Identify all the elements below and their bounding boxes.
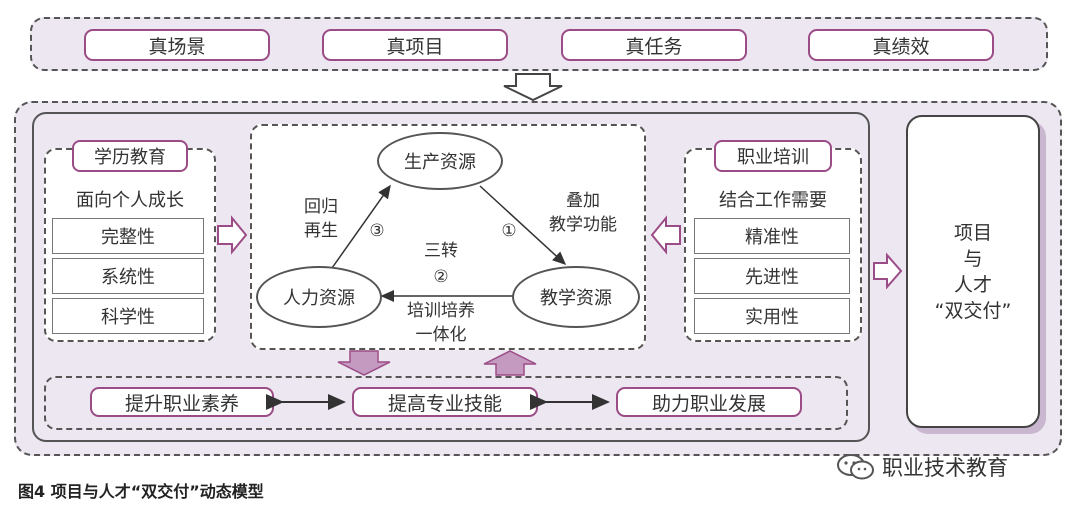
label-step-1: ①: [501, 221, 517, 241]
attr-precision: 精准性: [694, 218, 850, 254]
down-arrow-center-to-bottom: [337, 350, 391, 376]
label-step-3: ③: [369, 221, 385, 241]
top-item-real-scene: 真场景: [84, 29, 270, 61]
academic-education-subtitle: 面向个人成长: [76, 190, 184, 211]
right-arrow-left-to-center: [217, 215, 248, 255]
label-three-transforms: 三转: [424, 241, 458, 261]
figure-caption: 图4 项目与人才“双交付”动态模型: [18, 482, 264, 501]
attr-systematic: 系统性: [52, 258, 204, 294]
arrow-production-to-teaching: [479, 185, 567, 266]
attr-advanced: 先进性: [694, 258, 850, 294]
attr-scientific: 科学性: [52, 298, 204, 334]
vocational-training-header: 职业培训: [714, 140, 832, 172]
academic-education-header: 学历教育: [72, 140, 188, 172]
right-arrow-to-result: [873, 252, 903, 290]
outcome-improve-literacy: 提升职业素养: [90, 387, 274, 417]
top-item-real-performance: 真绩效: [808, 29, 994, 61]
node-teaching-resources: 教学资源: [512, 266, 640, 328]
wechat-icon: [837, 454, 874, 480]
vocational-training-subtitle: 结合工作需要: [719, 190, 827, 211]
label-teaching-function: 教学功能: [549, 215, 617, 235]
attr-completeness: 完整性: [52, 218, 204, 254]
down-arrow-from-top: [503, 73, 563, 102]
label-integration: 一体化: [415, 325, 467, 345]
result-line-project: 项目: [953, 221, 992, 244]
label-regenerate: 再生: [304, 221, 338, 241]
node-production-resources: 生产资源: [377, 132, 503, 190]
result-line-dual-delivery: “双交付”: [934, 299, 1012, 322]
up-arrow-bottom-to-center: [483, 350, 537, 376]
dual-delivery-result: 项目 与 人才 “双交付”: [906, 115, 1040, 428]
label-step-2: ②: [433, 267, 449, 287]
watermark-text: 职业技术教育: [882, 456, 1008, 480]
node-human-resources: 人力资源: [256, 266, 382, 328]
arrow-human-to-production: [331, 184, 391, 269]
label-stack: 叠加: [566, 191, 600, 211]
attr-practical: 实用性: [694, 298, 850, 334]
top-item-real-task: 真任务: [561, 29, 747, 61]
left-arrow-right-to-center: [650, 215, 681, 255]
result-line-and: 与: [963, 247, 983, 270]
label-return: 回归: [304, 197, 338, 217]
result-line-talent: 人才: [953, 273, 992, 296]
outcome-career-development: 助力职业发展: [616, 387, 802, 417]
outcome-improve-skills: 提高专业技能: [352, 387, 538, 417]
top-item-real-project: 真项目: [322, 29, 508, 61]
label-training-integration: 培训培养: [407, 301, 475, 321]
watermark: 职业技术教育: [836, 452, 1008, 482]
